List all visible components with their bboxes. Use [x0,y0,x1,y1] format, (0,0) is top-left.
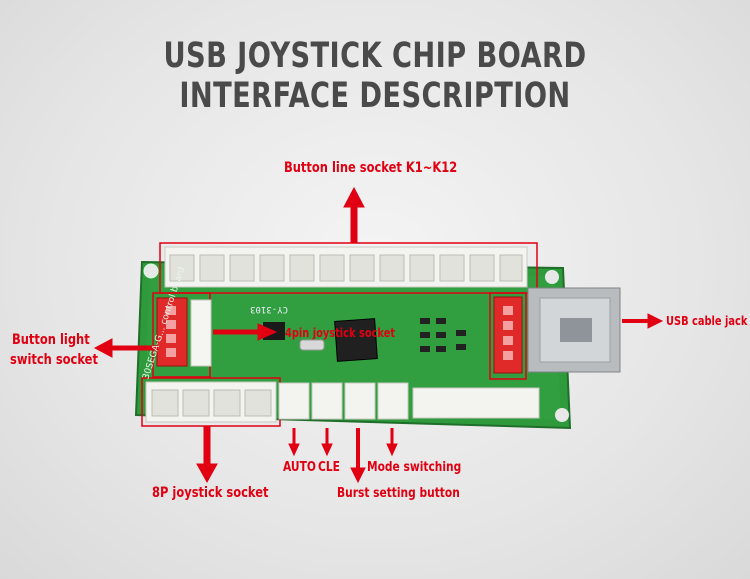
main-chip [334,318,378,362]
mount-hole [545,270,559,284]
mount-hole [143,263,159,279]
mount-hole [555,408,569,422]
joystick-8p-socket [145,381,277,423]
callout-usb-cable: USB cable jack [666,314,748,328]
button-line-highlight [159,242,538,294]
cle-socket [311,382,343,420]
callout-burst-setting: Burst setting button [337,486,460,501]
callout-button-light-2: switch socket [10,352,98,368]
board-model-text: CY-3103 [250,304,288,314]
burst-socket [344,382,376,420]
mode-socket [377,382,409,420]
usb-b-jack [527,287,621,373]
joystick-4pin-socket [190,299,212,367]
crystal [299,339,325,351]
callout-button-line: Button line socket K1~K12 [284,160,458,176]
callout-8p-joystick: 8P joystick socket [152,485,269,501]
callout-button-light-1: Button light [12,332,90,348]
button-line-sockets [164,246,528,288]
callout-cle: CLE [318,460,340,475]
callout-mode-switching: Mode switching [367,460,462,475]
callout-4pin-joystick: 4pin joystick socket [285,326,396,340]
auto-socket [278,382,310,420]
callout-auto: AUTO [283,460,316,475]
extra-socket [412,387,540,419]
page-title: USB JOYSTICK CHIP BOARD INTERFACE DESCRI… [163,36,587,116]
